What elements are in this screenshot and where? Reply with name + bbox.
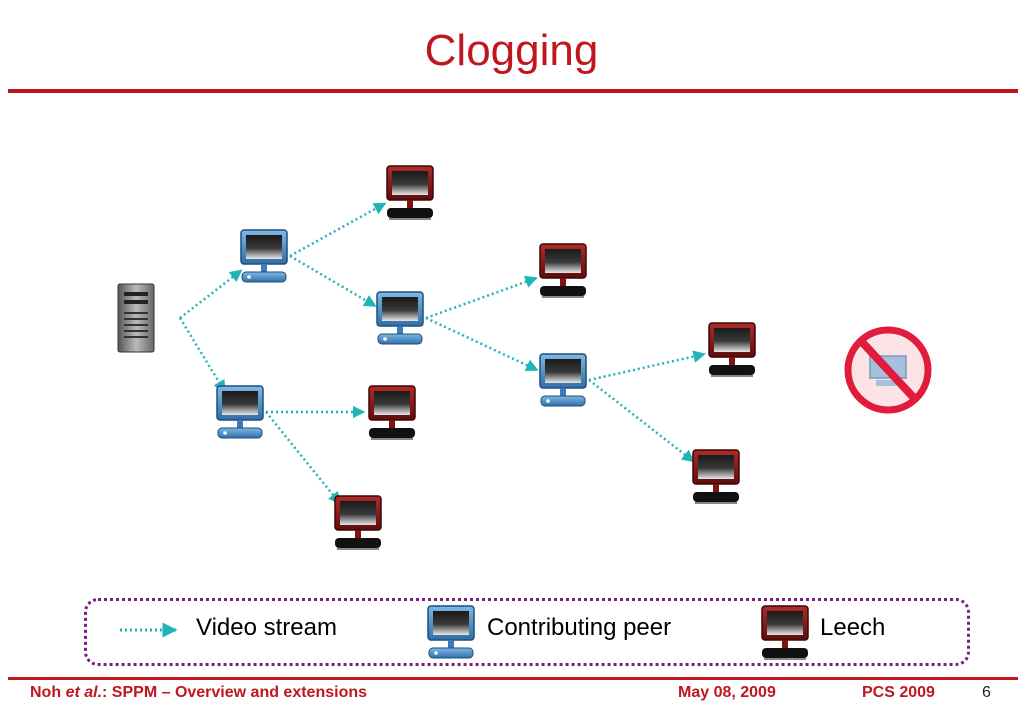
footer-etal: et al. bbox=[65, 684, 103, 701]
footer-venue: PCS 2009 bbox=[862, 684, 935, 701]
title-divider bbox=[8, 89, 1018, 93]
video-stream-arrow-p3-l4 bbox=[425, 275, 538, 320]
leech-icon-l2 bbox=[368, 385, 416, 441]
footer-citation: Noh et al.: SPPM – Overview and extensio… bbox=[30, 684, 367, 702]
leech-icon-l5 bbox=[708, 322, 756, 378]
leech-icon-l1 bbox=[386, 165, 434, 221]
video-stream-arrow-p2-l3 bbox=[265, 411, 342, 505]
slide-title: Clogging bbox=[424, 26, 599, 75]
video-stream-arrow-server-p2 bbox=[178, 317, 227, 393]
leech-icon-l3 bbox=[334, 495, 382, 551]
leech-icon-l6 bbox=[692, 449, 740, 505]
contributing-peer-icon-p2 bbox=[216, 385, 264, 439]
contributing-peer-icon-p4 bbox=[539, 353, 587, 407]
video-stream-arrow-p3-p4 bbox=[425, 316, 539, 372]
footer-author: Noh bbox=[30, 684, 62, 701]
legend-video-stream-label: Video stream bbox=[196, 614, 337, 641]
video-stream-arrow-p1-p3 bbox=[289, 254, 377, 308]
footer-date: May 08, 2009 bbox=[678, 684, 776, 701]
page-number: 6 bbox=[982, 684, 991, 701]
nodes-layer bbox=[117, 165, 756, 551]
contributing-peer-icon-p1 bbox=[240, 229, 288, 283]
video-stream-arrow-p4-l5 bbox=[588, 350, 706, 382]
legend bbox=[84, 598, 970, 666]
leech-icon-l4 bbox=[539, 243, 587, 299]
video-stream-arrow-server-p1 bbox=[179, 269, 243, 319]
footer-divider bbox=[8, 677, 1018, 680]
legend-contributing-peer-label: Contributing peer bbox=[487, 614, 672, 641]
footer-title: : SPPM – Overview and extensions bbox=[102, 684, 368, 701]
video-stream-arrow-p1-l1 bbox=[289, 202, 387, 258]
server-icon bbox=[117, 283, 155, 353]
no-peer-icon bbox=[844, 326, 932, 414]
video-stream-arrow-p4-l6 bbox=[588, 379, 695, 463]
legend-leech-label: Leech bbox=[820, 614, 886, 641]
edges-layer bbox=[178, 202, 706, 505]
contributing-peer-icon-p3 bbox=[376, 291, 424, 345]
